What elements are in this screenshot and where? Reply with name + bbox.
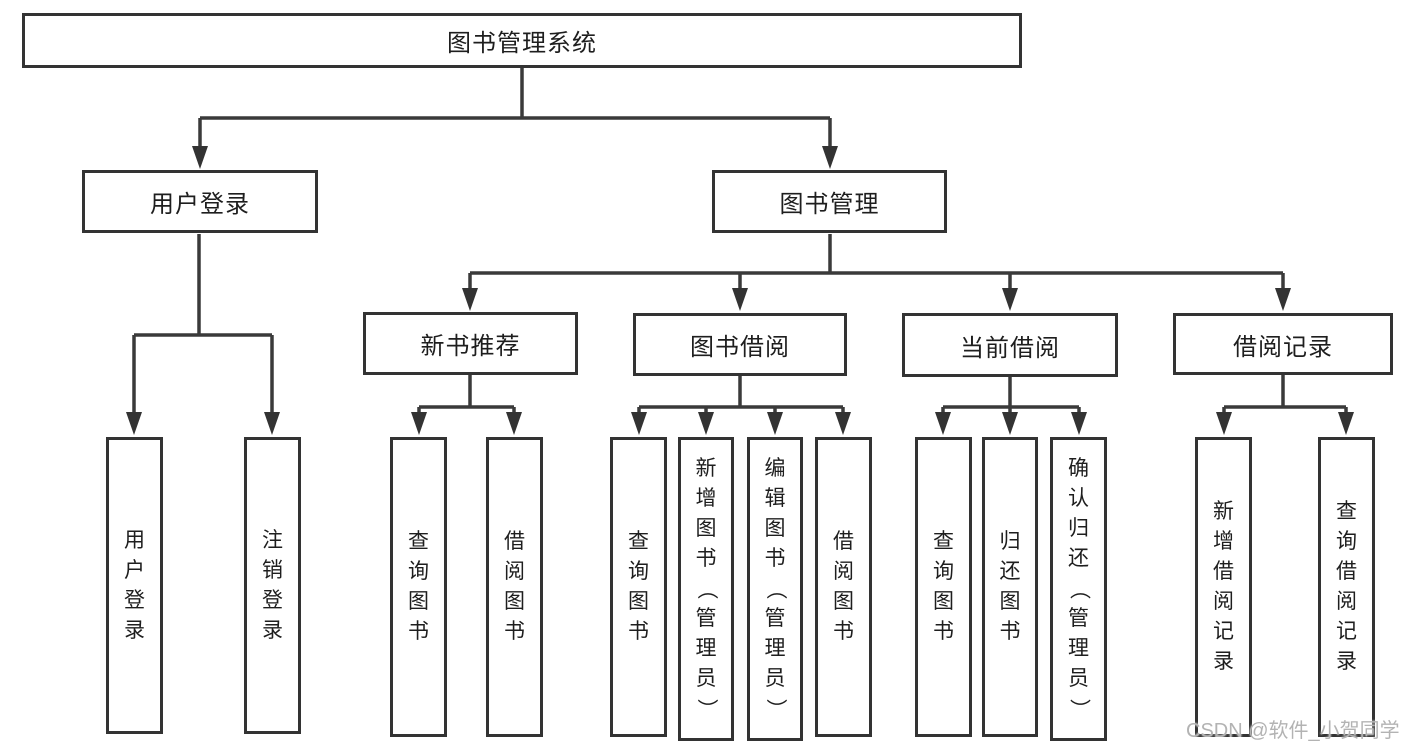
leaf-borrow-borrow-books: 借阅图书 xyxy=(815,437,872,737)
arrowhead-new-book-recommend xyxy=(462,288,478,311)
leaf-current-return-books: 归还图书 xyxy=(982,437,1038,737)
node-current-borrow: 当前借阅 xyxy=(902,313,1118,377)
arrowhead-current-query xyxy=(935,412,951,435)
leaf-newrec-query-books: 查询图书 xyxy=(390,437,447,737)
leaf-newrec-borrow-books: 借阅图书 xyxy=(486,437,543,737)
arrowhead-book-management xyxy=(822,146,838,169)
leaf-borrow-add-books: 新增图书（管理员） xyxy=(678,437,734,741)
node-root: 图书管理系统 xyxy=(22,13,1022,68)
leaf-borrow-query-books: 查询图书 xyxy=(610,437,667,737)
leaf-logout: 注销登录 xyxy=(244,437,301,734)
connector-new-book-recommend-to-leaves xyxy=(417,375,516,414)
arrowhead-newrec-query xyxy=(411,412,427,435)
leaf-current-confirm-return: 确认归还（管理员） xyxy=(1050,437,1107,741)
node-new-book-recommend: 新书推荐 xyxy=(363,312,578,375)
connector-book-borrow-to-leaves xyxy=(637,376,845,414)
arrowhead-current-return xyxy=(1002,412,1018,435)
arrowhead-borrow-records xyxy=(1275,288,1291,311)
connector-user-login-to-leaves xyxy=(132,234,274,415)
leaf-user-login: 用户登录 xyxy=(106,437,163,734)
arrowhead-records-add xyxy=(1216,412,1232,435)
arrowhead-borrow-add xyxy=(698,412,714,435)
arrowhead-leaf-logout xyxy=(264,412,280,435)
arrowhead-leaf-user-login xyxy=(126,412,142,435)
arrowhead-user-login xyxy=(192,146,208,169)
node-book-management: 图书管理 xyxy=(712,170,947,233)
arrowhead-records-query xyxy=(1338,412,1354,435)
node-borrow-records: 借阅记录 xyxy=(1173,313,1393,375)
arrowhead-borrow-edit xyxy=(767,412,783,435)
arrowhead-current-borrow xyxy=(1002,288,1018,311)
node-user-login: 用户登录 xyxy=(82,170,318,233)
connector-borrow-records-to-leaves xyxy=(1222,375,1348,414)
watermark-text: CSDN @软件_小贺同学 xyxy=(1186,720,1400,742)
arrowhead-book-borrow xyxy=(732,288,748,311)
arrowhead-borrow-borrow xyxy=(835,412,851,435)
connector-book-management-to-level3 xyxy=(468,234,1285,291)
connector-current-borrow-to-leaves xyxy=(941,377,1081,414)
leaf-borrow-edit-books: 编辑图书（管理员） xyxy=(747,437,803,741)
leaf-records-add-record: 新增借阅记录 xyxy=(1195,437,1252,737)
leaf-current-query-books: 查询图书 xyxy=(915,437,972,737)
arrowhead-newrec-borrow xyxy=(506,412,522,435)
node-book-borrow: 图书借阅 xyxy=(633,313,847,376)
arrowhead-current-confirm xyxy=(1071,412,1087,435)
connector-root-to-level2 xyxy=(198,68,832,150)
arrowhead-borrow-query xyxy=(631,412,647,435)
leaf-records-query-record: 查询借阅记录 xyxy=(1318,437,1375,737)
